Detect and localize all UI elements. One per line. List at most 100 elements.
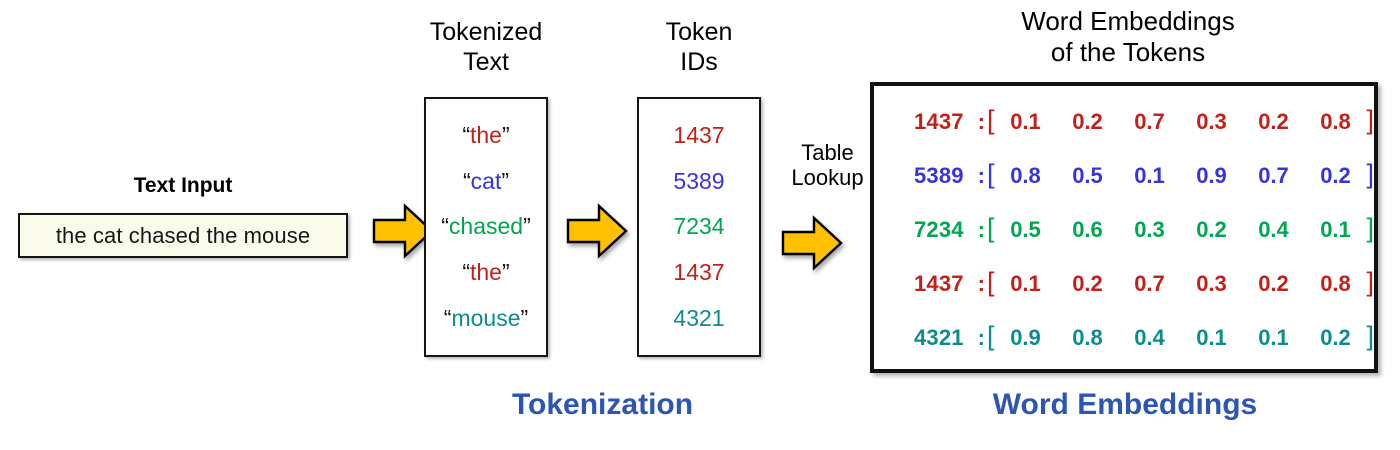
embedding-value: 0.3: [1196, 271, 1227, 296]
embedding-value: 0.5: [1072, 163, 1103, 188]
close-bracket: ]: [1366, 321, 1374, 351]
token-id-item: 4321: [673, 304, 725, 331]
embedding-value: 0.8: [1320, 271, 1351, 296]
embedding-value: 0.6: [1072, 217, 1103, 242]
embedding-colon: :: [977, 271, 985, 296]
open-quote: “: [441, 213, 449, 240]
embedding-value: 0.4: [1258, 217, 1289, 242]
embedding-value: 0.3: [1196, 109, 1227, 134]
embedding-colon: :: [977, 325, 985, 350]
token-id-item: 7234: [673, 213, 725, 240]
token-id-item: 1437: [673, 259, 725, 286]
embedding-value: 0.2: [1320, 163, 1351, 188]
embedding-value: 0.1: [1320, 217, 1351, 242]
text-input-label: Text Input: [133, 174, 233, 197]
text-input-value: the cat chased the mouse: [55, 222, 311, 248]
token-id-item: 5389: [673, 167, 725, 194]
text-input-box: the cat chased the mouse: [18, 213, 348, 258]
token-id-item: 1437: [673, 122, 725, 149]
token-text: mouse: [451, 304, 521, 331]
open-quote: “: [462, 167, 471, 194]
open-quote: “: [462, 259, 470, 286]
embedding-value: 0.2: [1072, 109, 1103, 134]
embedding-row: 1437 : [ 0.1 0.2 0.7 0.3 0.2 0.8 ]: [874, 105, 1374, 135]
token-text: chased: [448, 213, 524, 240]
embedding-vector: [ 0.9 0.8 0.4 0.1 0.1 0.2 ]: [986, 321, 1374, 351]
embedding-value: 0.9: [1196, 163, 1227, 188]
embedding-value: 0.8: [1010, 163, 1041, 188]
open-quote: “: [443, 304, 452, 331]
token-item: “cat”: [462, 167, 510, 194]
embedding-value: 0.8: [1072, 325, 1103, 350]
embedding-row: 5389 : [ 0.8 0.5 0.1 0.9 0.7 0.2 ]: [874, 159, 1374, 189]
embedding-value: 0.3: [1134, 217, 1165, 242]
open-bracket: [: [986, 105, 995, 135]
right-arrow-icon: [372, 203, 434, 264]
embedding-value: 0.8: [1320, 109, 1351, 134]
close-bracket: ]: [1366, 213, 1374, 243]
close-bracket: ]: [1366, 105, 1374, 135]
embedding-vector: [ 0.1 0.2 0.7 0.3 0.2 0.8 ]: [986, 105, 1374, 135]
token-item: “mouse”: [443, 304, 529, 331]
embedding-row-id: 7234: [914, 217, 964, 242]
embedding-value: 0.7: [1134, 271, 1165, 296]
caption-tokenization: Tokenization: [511, 388, 694, 421]
embedding-vector: [ 0.1 0.2 0.7 0.3 0.2 0.8 ]: [986, 267, 1374, 297]
embedding-colon: :: [977, 109, 985, 134]
token-text: cat: [470, 167, 502, 194]
embedding-value: 0.1: [1196, 325, 1227, 350]
embedding-row-id: 1437: [914, 109, 964, 134]
token-ids-heading: Token IDs: [665, 18, 733, 76]
token-ids-box: 1437 5389 7234 1437 4321: [637, 97, 761, 357]
caption-word-embeddings: Word Embeddings: [992, 388, 1258, 421]
close-bracket: ]: [1366, 267, 1374, 297]
right-arrow-icon: [781, 215, 843, 276]
embedding-value: 0.2: [1072, 271, 1103, 296]
embedding-value: 0.2: [1258, 271, 1289, 296]
embedding-row: 7234 : [ 0.5 0.6 0.3 0.2 0.4 0.1 ]: [874, 213, 1374, 243]
embedding-value: 0.1: [1010, 271, 1041, 296]
open-bracket: [: [986, 213, 995, 243]
close-quote: ”: [501, 167, 510, 194]
close-quote: ”: [501, 122, 510, 149]
embedding-value: 0.2: [1258, 109, 1289, 134]
embedding-row-id: 5389: [914, 163, 964, 188]
open-bracket: [: [986, 267, 995, 297]
embedding-value: 0.7: [1258, 163, 1289, 188]
word-embeddings-table: 1437 : [ 0.1 0.2 0.7 0.3 0.2 0.8 ] 5389 …: [870, 82, 1378, 373]
open-quote: “: [462, 122, 470, 149]
embedding-value: 0.5: [1010, 217, 1041, 242]
token-text: the: [470, 259, 502, 286]
close-quote: ”: [520, 304, 529, 331]
word-embeddings-heading: Word Embeddings of the Tokens: [1021, 6, 1235, 68]
embedding-row-id: 4321: [914, 325, 964, 350]
embedding-value: 0.4: [1134, 325, 1165, 350]
embedding-value: 0.7: [1134, 109, 1165, 134]
embedding-colon: :: [977, 163, 985, 188]
embedding-vector: [ 0.5 0.6 0.3 0.2 0.4 0.1 ]: [986, 213, 1374, 243]
embedding-colon: :: [977, 217, 985, 242]
open-bracket: [: [986, 159, 995, 189]
embedding-row: 1437 : [ 0.1 0.2 0.7 0.3 0.2 0.8 ]: [874, 267, 1374, 297]
tokenized-text-heading: Tokenized Text: [429, 18, 543, 76]
token-item: “the”: [462, 124, 509, 147]
right-arrow-icon: [566, 203, 628, 264]
embedding-value: 0.1: [1258, 325, 1289, 350]
close-bracket: ]: [1366, 159, 1374, 189]
embedding-value: 0.2: [1196, 217, 1227, 242]
table-lookup-label: Table Lookup: [791, 140, 864, 191]
embedding-value: 0.1: [1010, 109, 1041, 134]
embedding-value: 0.2: [1320, 325, 1351, 350]
close-quote: ”: [523, 213, 531, 240]
open-bracket: [: [986, 321, 995, 351]
token-item: “the”: [462, 261, 509, 284]
close-quote: ”: [501, 259, 510, 286]
token-item: “chased”: [441, 215, 531, 238]
embedding-value: 0.1: [1134, 163, 1165, 188]
embedding-vector: [ 0.8 0.5 0.1 0.9 0.7 0.2 ]: [986, 159, 1374, 189]
embedding-value: 0.9: [1010, 325, 1041, 350]
embedding-row-id: 1437: [914, 271, 964, 296]
embedding-row: 4321 : [ 0.9 0.8 0.4 0.1 0.1 0.2 ]: [874, 321, 1374, 351]
token-text: the: [470, 122, 502, 149]
